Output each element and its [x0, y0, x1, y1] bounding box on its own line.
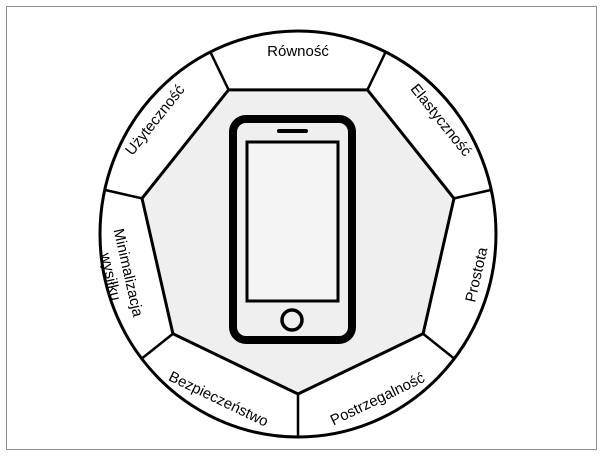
segment-rownosc: Równość	[267, 43, 329, 60]
segment-divider	[453, 183, 496, 200]
phone-screen	[245, 140, 340, 303]
segment-divider	[100, 183, 143, 200]
segment-label-rownosc: Równość	[267, 43, 329, 60]
phone-body	[229, 115, 356, 344]
smartphone-icon	[229, 115, 356, 344]
segment-label-line: Równość	[267, 43, 329, 60]
phone-home-button	[280, 308, 304, 332]
